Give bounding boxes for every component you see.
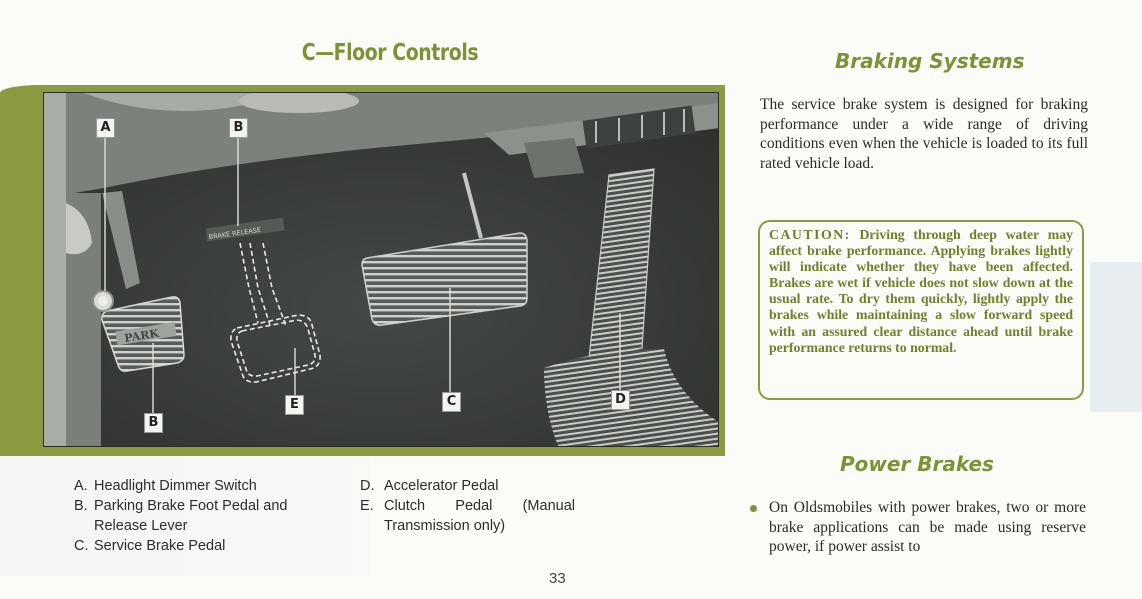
legend-item-c: C. Service Brake Pedal [74,538,226,554]
caution-box: CAUTION: Driving through deep water may … [758,220,1084,400]
photo-illustration: BRAKE RELEASE PARK [44,93,718,446]
legend-left: A. Headlight Dimmer Switch B. Parking Br… [74,476,344,556]
callout-d: D [611,390,630,410]
heading-braking-systems: Braking Systems [835,49,1025,73]
callout-b-pedal: B [144,413,163,433]
legend-item-d: D. Accelerator Pedal [360,478,499,494]
caution-text: Driving through deep water may affect br… [769,227,1073,355]
callout-c: C [442,392,461,412]
legend-right: D. Accelerator Pedal E. Clutch Pedal (Ma… [360,476,575,536]
page-number: 33 [549,570,566,587]
heading-power-brakes: Power Brakes [840,452,994,476]
legend-item-e: E. Clutch Pedal (Manual Transmission onl… [360,498,575,534]
floor-controls-photo: BRAKE RELEASE PARK [43,92,719,447]
callout-a: A [96,118,115,138]
bullet-icon [750,505,757,512]
callout-b-release: B [229,118,248,138]
legend-item-a: A. Headlight Dimmer Switch [74,478,257,494]
callout-e: E [285,395,304,415]
bleed-through-tint [1090,262,1142,412]
caution-label: CAUTION: [769,227,851,242]
legend-item-b: B. Parking Brake Foot Pedal and Release … [74,498,288,534]
section-title: C—Floor Controls [301,40,479,66]
braking-systems-body: The service brake system is designed for… [760,96,1088,172]
bleed-through-shade [0,456,370,576]
park-pedal-text: PARK [123,327,160,345]
power-brakes-bullet: On Oldsmobiles with power brakes, two or… [750,498,1086,557]
